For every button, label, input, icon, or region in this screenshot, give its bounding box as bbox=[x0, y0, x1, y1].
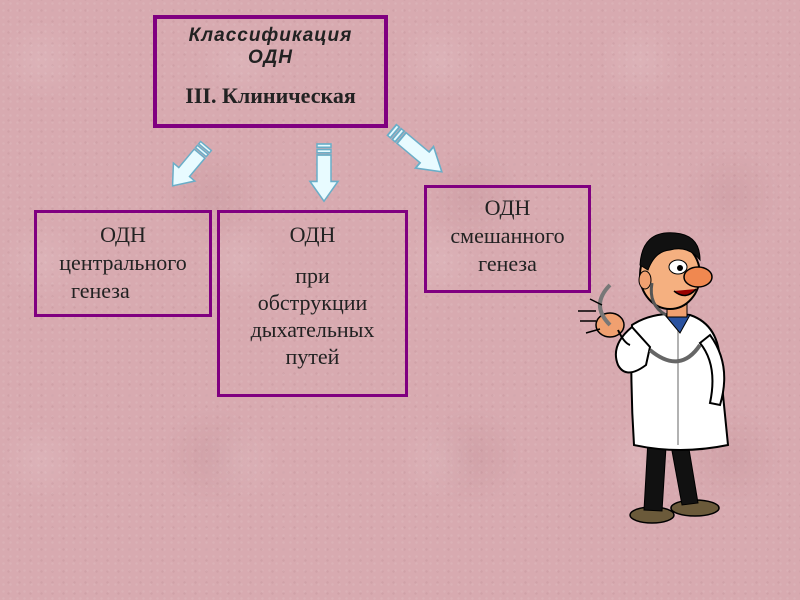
title-line-3: III. Клиническая bbox=[185, 83, 356, 108]
central-line-2: центрального bbox=[59, 250, 187, 275]
central-line-1: ОДН bbox=[100, 222, 146, 247]
title-line-2: ОДН bbox=[248, 47, 293, 68]
central-line-3: генеза bbox=[71, 278, 130, 303]
central-genesis-box: ОДН центрального генеза bbox=[34, 210, 212, 317]
obstruction-line-3: обструкции bbox=[257, 290, 368, 315]
obstruction-line-2: при bbox=[295, 263, 330, 288]
obstruction-line-1: ОДН bbox=[289, 222, 336, 247]
arrow-to-central bbox=[161, 136, 218, 196]
mixed-line-1: ОДН bbox=[484, 195, 531, 220]
doctor-icon bbox=[578, 232, 730, 524]
title-line-1: Классификация bbox=[188, 25, 353, 46]
mixed-genesis-box: ОДН смешанного генеза bbox=[424, 185, 591, 293]
mixed-line-2: смешанного bbox=[450, 223, 565, 248]
obstruction-line-5: путей bbox=[285, 344, 340, 369]
arrow-to-mixed bbox=[382, 118, 452, 184]
classification-title-box: Классификация ОДН III. Клиническая bbox=[153, 15, 388, 128]
arrow-to-obstruction bbox=[309, 143, 339, 203]
airway-obstruction-box: ОДН при обструкции дыхательных путей bbox=[217, 210, 408, 397]
obstruction-line-4: дыхательных bbox=[250, 317, 375, 342]
mixed-line-3: генеза bbox=[478, 251, 537, 276]
